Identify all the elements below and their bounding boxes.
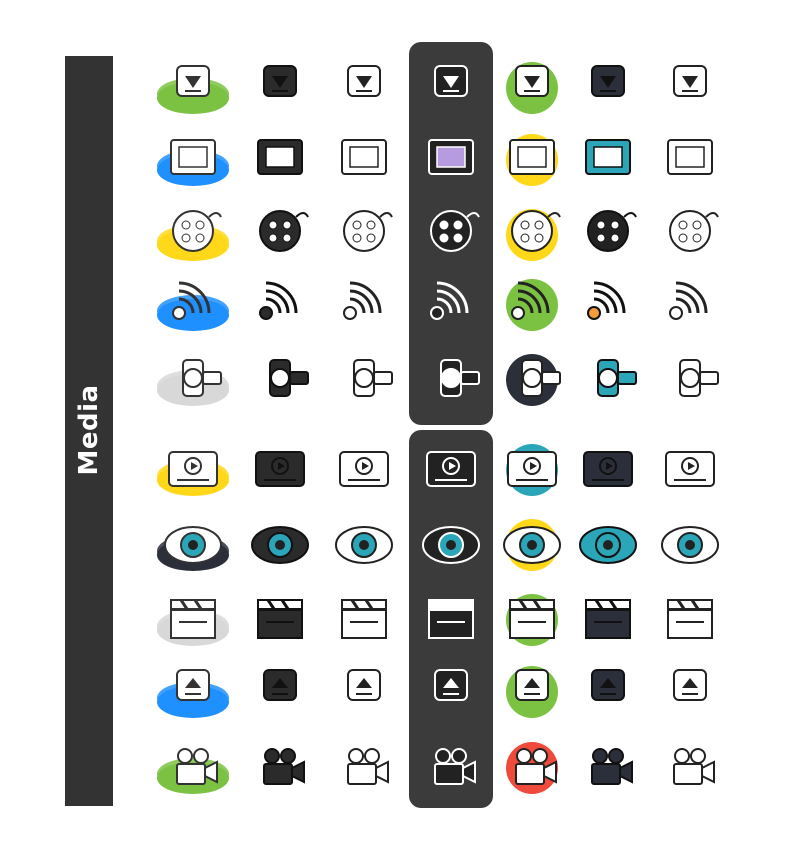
clapperboard-icon [324,590,404,650]
broadcast-waves-icon [492,275,572,335]
broadcast-waves-icon [324,275,404,335]
video-player-icon [153,440,233,500]
film-frame-icon [411,130,491,190]
video-camera-icon [492,350,572,410]
triangle-down-button-icon [568,58,648,118]
eject-button-icon [411,662,491,722]
video-camera-icon [568,350,648,410]
film-frame-icon [492,130,572,190]
film-frame-icon [153,130,233,190]
broadcast-waves-icon [650,275,730,335]
film-frame-icon [240,130,320,190]
film-reel-icon [650,205,730,265]
eye-icon [240,515,320,575]
film-reel-icon [240,205,320,265]
eye-icon [324,515,404,575]
movie-camera-icon [492,738,572,798]
video-camera-icon [650,350,730,410]
video-player-icon [492,440,572,500]
eye-icon [650,515,730,575]
triangle-down-button-icon [240,58,320,118]
triangle-down-button-icon [411,58,491,118]
clapperboard-icon [568,590,648,650]
video-player-icon [568,440,648,500]
film-reel-icon [411,205,491,265]
film-reel-icon [324,205,404,265]
video-camera-icon [411,350,491,410]
film-reel-icon [568,205,648,265]
clapperboard-icon [650,590,730,650]
triangle-down-button-icon [492,58,572,118]
film-frame-icon [324,130,404,190]
broadcast-waves-icon [411,275,491,335]
video-camera-icon [324,350,404,410]
eye-icon [411,515,491,575]
broadcast-waves-icon [568,275,648,335]
movie-camera-icon [411,738,491,798]
eject-button-icon [650,662,730,722]
broadcast-waves-icon [240,275,320,335]
eject-button-icon [324,662,404,722]
film-reel-icon [153,205,233,265]
movie-camera-icon [324,738,404,798]
eject-button-icon [153,662,233,722]
eject-button-icon [240,662,320,722]
triangle-down-button-icon [153,58,233,118]
movie-camera-icon [240,738,320,798]
triangle-down-button-icon [650,58,730,118]
video-camera-icon [240,350,320,410]
movie-camera-icon [650,738,730,798]
eject-button-icon [568,662,648,722]
eye-icon [492,515,572,575]
eye-icon [568,515,648,575]
triangle-down-button-icon [324,58,404,118]
sidebar-bar [65,56,113,806]
film-frame-icon [650,130,730,190]
video-player-icon [650,440,730,500]
video-camera-icon [153,350,233,410]
movie-camera-icon [153,738,233,798]
eye-icon [153,515,233,575]
clapperboard-icon [153,590,233,650]
clapperboard-icon [492,590,572,650]
clapperboard-icon [411,590,491,650]
video-player-icon [240,440,320,500]
clapperboard-icon [240,590,320,650]
broadcast-waves-icon [153,275,233,335]
video-player-icon [324,440,404,500]
film-frame-icon [568,130,648,190]
movie-camera-icon [568,738,648,798]
sidebar-title: Media [74,384,104,476]
video-player-icon [411,440,491,500]
eject-button-icon [492,662,572,722]
film-reel-icon [492,205,572,265]
